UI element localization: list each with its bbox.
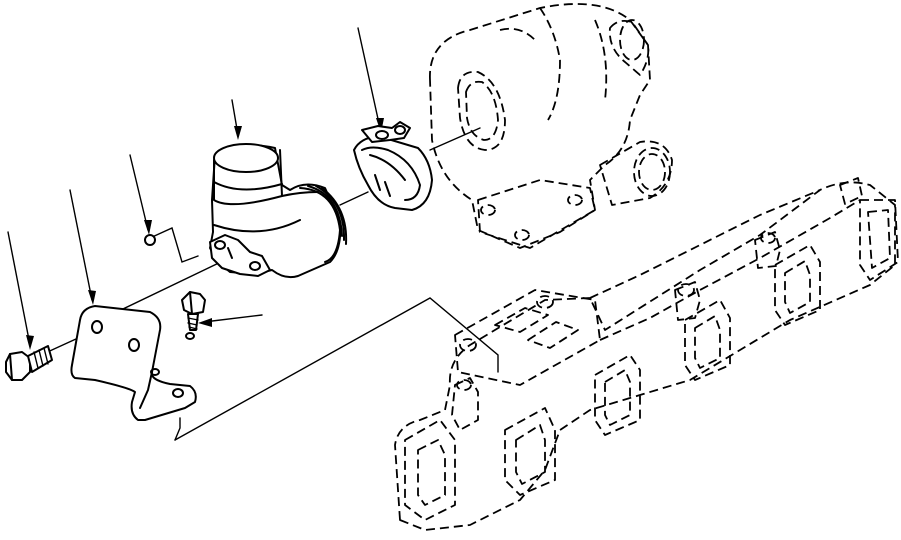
plug bbox=[144, 234, 156, 246]
exhaust-manifold bbox=[394, 177, 899, 531]
bracket bbox=[70, 305, 197, 421]
callout-arrows bbox=[7, 27, 384, 350]
screw bbox=[181, 291, 206, 340]
clamp bbox=[353, 121, 433, 211]
turbocharger bbox=[429, 3, 673, 249]
elbow bbox=[209, 143, 348, 279]
bolt bbox=[5, 345, 53, 381]
